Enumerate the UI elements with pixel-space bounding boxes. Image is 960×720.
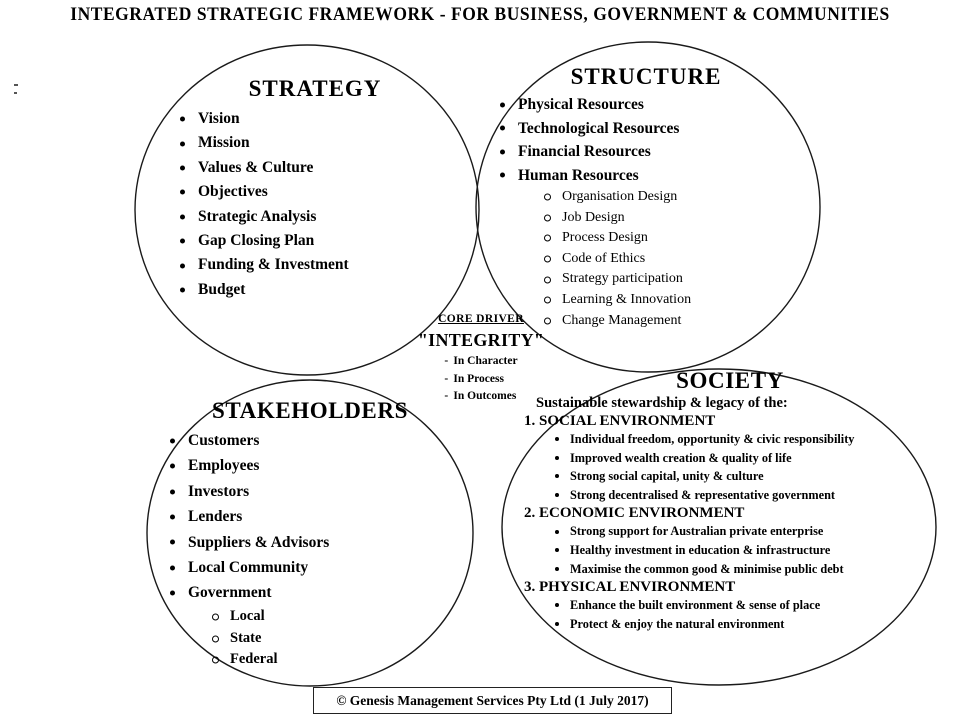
society-section-points: Individual freedom, opportunity & civic … bbox=[552, 430, 936, 504]
structure-list: Physical Resources Technological Resourc… bbox=[496, 93, 796, 187]
society-section-name: PHYSICAL ENVIRONMENT bbox=[539, 579, 736, 596]
stakeholders-list: Customers Employees Investors Lenders Su… bbox=[166, 428, 460, 606]
society-section-heading: 2. ECONOMIC ENVIRONMENT bbox=[524, 505, 936, 522]
list-item: In Process bbox=[444, 371, 517, 389]
list-item: Technological Resources bbox=[496, 117, 796, 141]
core-driver-center: CORE DRIVER "INTEGRITY" In Character In … bbox=[396, 313, 566, 406]
structure-heading: STRUCTURE bbox=[570, 64, 722, 89]
list-item: In Character bbox=[444, 353, 517, 371]
list-item: Vision bbox=[176, 107, 460, 131]
list-item: Mission bbox=[176, 131, 460, 155]
list-item: Lenders bbox=[166, 504, 460, 529]
list-item: Strategy participation bbox=[538, 269, 796, 290]
list-item: Investors bbox=[166, 479, 460, 504]
list-item: Gap Closing Plan bbox=[176, 229, 460, 253]
list-item: Strong social capital, unity & culture bbox=[552, 467, 936, 486]
list-item: Funding & Investment bbox=[176, 253, 460, 277]
list-item: Local Community bbox=[166, 555, 460, 580]
society-section-number: 1. bbox=[524, 413, 536, 429]
list-item: Federal bbox=[206, 649, 460, 671]
list-item: Maximise the common good & minimise publ… bbox=[552, 560, 936, 579]
strategy-heading: STRATEGY bbox=[248, 76, 382, 101]
scan-artifact-mark bbox=[14, 84, 18, 86]
scan-artifact-mark-secondary bbox=[14, 92, 17, 94]
structure-quadrant: STRUCTURE Physical Resources Technologic… bbox=[496, 64, 796, 331]
list-item: Strong support for Australian private en… bbox=[552, 522, 936, 541]
list-item: Strategic Analysis bbox=[176, 205, 460, 229]
list-item: Healthy investment in education & infras… bbox=[552, 541, 936, 560]
list-item: In Outcomes bbox=[444, 388, 517, 406]
list-item: Job Design bbox=[538, 208, 796, 229]
stakeholders-heading: STAKEHOLDERS bbox=[212, 398, 408, 423]
society-section-name: ECONOMIC ENVIRONMENT bbox=[539, 505, 745, 522]
list-item: Government bbox=[166, 580, 460, 605]
society-heading: SOCIETY bbox=[676, 368, 784, 393]
society-section-heading: 1. SOCIAL ENVIRONMENT bbox=[524, 413, 936, 430]
list-item: Improved wealth creation & quality of li… bbox=[552, 449, 936, 468]
list-item: Organisation Design bbox=[538, 187, 796, 208]
list-item: Customers bbox=[166, 428, 460, 453]
government-sublist: Local State Federal bbox=[206, 606, 460, 671]
list-item: Local bbox=[206, 606, 460, 628]
list-item: Human Resources bbox=[496, 164, 796, 188]
strategy-list: Vision Mission Values & Culture Objectiv… bbox=[176, 107, 460, 302]
list-item: Employees bbox=[166, 453, 460, 478]
society-section-number: 2. bbox=[524, 505, 536, 522]
stakeholders-quadrant: STAKEHOLDERS Customers Employees Investo… bbox=[160, 398, 460, 671]
list-item: Values & Culture bbox=[176, 156, 460, 180]
list-item: Budget bbox=[176, 278, 460, 302]
list-item: Code of Ethics bbox=[538, 249, 796, 270]
core-driver-label: CORE DRIVER bbox=[438, 313, 524, 325]
integrity-keyword: "INTEGRITY" bbox=[417, 330, 545, 350]
society-section-points: Strong support for Australian private en… bbox=[552, 522, 936, 578]
copyright-box: © Genesis Management Services Pty Ltd (1… bbox=[313, 687, 672, 714]
society-subtitle: Sustainable stewardship & legacy of the: bbox=[536, 395, 788, 411]
list-item: Suppliers & Advisors bbox=[166, 530, 460, 555]
page-title: INTEGRATED STRATEGIC FRAMEWORK - FOR BUS… bbox=[70, 4, 890, 25]
society-quadrant: SOCIETY Sustainable stewardship & legacy… bbox=[524, 368, 936, 633]
integrity-aspects-list: In Character In Process In Outcomes bbox=[444, 353, 517, 406]
society-section-heading: 3. PHYSICAL ENVIRONMENT bbox=[524, 579, 936, 596]
list-item: Learning & Innovation bbox=[538, 290, 796, 311]
list-item: Objectives bbox=[176, 180, 460, 204]
society-section-number: 3. bbox=[524, 579, 536, 596]
list-item: Protect & enjoy the natural environment bbox=[552, 615, 936, 634]
list-item: State bbox=[206, 628, 460, 650]
list-item: Enhance the built environment & sense of… bbox=[552, 596, 936, 615]
society-section-name: SOCIAL ENVIRONMENT bbox=[539, 413, 716, 429]
list-item: Change Management bbox=[538, 311, 796, 332]
society-section-points: Enhance the built environment & sense of… bbox=[552, 596, 936, 633]
copyright-text: © Genesis Management Services Pty Ltd (1… bbox=[336, 692, 649, 708]
human-resources-sublist: Organisation Design Job Design Process D… bbox=[538, 187, 796, 331]
strategy-quadrant: STRATEGY Vision Mission Values & Culture… bbox=[170, 76, 460, 302]
list-item: Financial Resources bbox=[496, 140, 796, 164]
list-item: Process Design bbox=[538, 228, 796, 249]
list-item: Physical Resources bbox=[496, 93, 796, 117]
list-item: Individual freedom, opportunity & civic … bbox=[552, 430, 936, 449]
list-item: Strong decentralised & representative go… bbox=[552, 486, 936, 505]
